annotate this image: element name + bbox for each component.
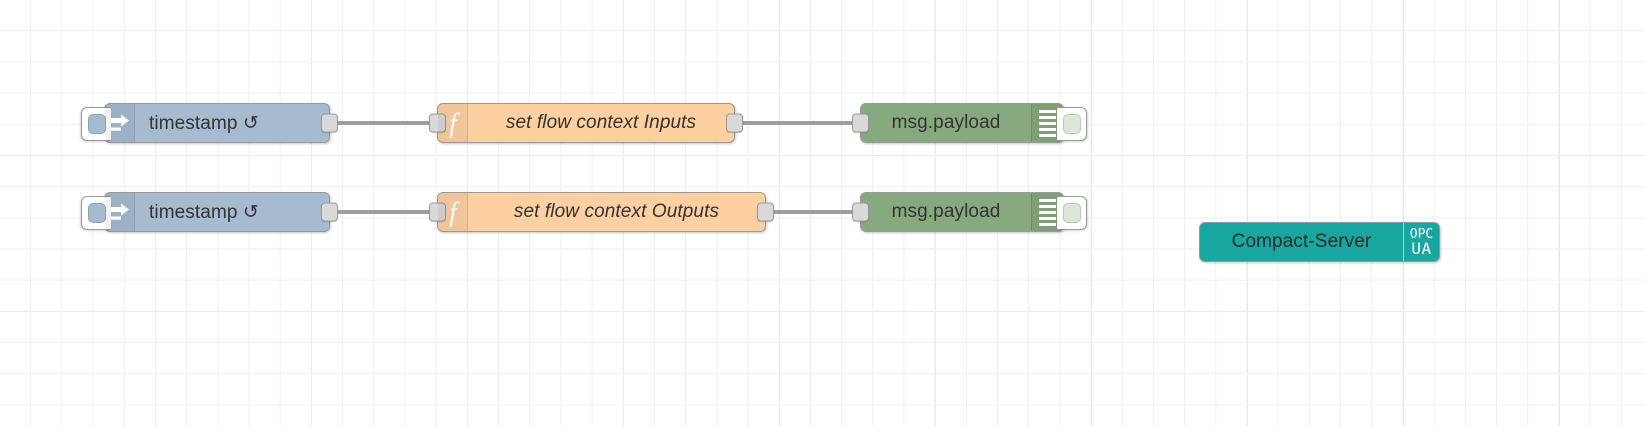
function-node-body[interactable]: f set flow context Outputs: [438, 193, 765, 231]
function-node[interactable]: f set flow context Inputs: [429, 103, 743, 143]
inject-node-label: timestamp ↺: [149, 201, 259, 223]
debug-input-port[interactable]: [852, 202, 869, 222]
opc-ua-icon-line2: UA: [1411, 238, 1432, 258]
inject-trigger-button[interactable]: [81, 196, 111, 230]
function-node-body[interactable]: f set flow context Inputs: [438, 104, 734, 142]
opcua-server-node[interactable]: Compact-Server OPC UA: [1199, 222, 1440, 262]
wire-function-to-debug-2[interactable]: [766, 210, 860, 214]
debug-toggle-inner: [1062, 203, 1081, 223]
function-node-label: set flow context Inputs: [505, 112, 697, 133]
function-input-port[interactable]: [429, 113, 446, 133]
inject-arrow-icon: [105, 104, 135, 142]
inject-node[interactable]: timestamp ↺: [81, 103, 338, 143]
debug-node[interactable]: msg.payload: [852, 103, 1087, 143]
inject-node-body[interactable]: timestamp ↺: [105, 104, 329, 142]
wire-inject-to-function-1[interactable]: [330, 121, 438, 125]
function-f-icon: f: [438, 193, 468, 231]
inject-output-port[interactable]: [321, 202, 338, 222]
function-output-port[interactable]: [726, 113, 743, 133]
debug-input-port[interactable]: [852, 113, 869, 133]
inject-button-inner: [87, 114, 106, 134]
debug-enable-toggle[interactable]: [1057, 196, 1087, 230]
inject-button-inner: [87, 203, 106, 223]
inject-trigger-button[interactable]: [81, 107, 111, 141]
opcua-node-label: Compact-Server: [1231, 231, 1372, 252]
opc-ua-icon-line1: OPC: [1409, 226, 1434, 242]
opcua-node-body[interactable]: Compact-Server OPC UA: [1200, 223, 1439, 261]
debug-node-body[interactable]: msg.payload: [861, 193, 1063, 231]
debug-node[interactable]: msg.payload: [852, 192, 1087, 232]
svg-text:f: f: [449, 108, 460, 138]
debug-node-label: msg.payload: [891, 201, 1001, 222]
inject-node-label: timestamp ↺: [149, 112, 259, 134]
function-input-port[interactable]: [429, 202, 446, 222]
debug-node-label: msg.payload: [891, 112, 1001, 133]
debug-toggle-inner: [1062, 114, 1081, 134]
debug-enable-toggle[interactable]: [1057, 107, 1087, 141]
inject-node[interactable]: timestamp ↺: [81, 192, 338, 232]
inject-node-body[interactable]: timestamp ↺: [105, 193, 329, 231]
wire-inject-to-function-2[interactable]: [330, 210, 438, 214]
function-f-icon: f: [438, 104, 468, 142]
function-node-label: set flow context Outputs: [513, 201, 720, 222]
inject-arrow-icon: [105, 193, 135, 231]
wire-function-to-debug-1[interactable]: [735, 121, 860, 125]
svg-text:f: f: [449, 197, 460, 227]
debug-node-body[interactable]: msg.payload: [861, 104, 1063, 142]
function-output-port[interactable]: [757, 202, 774, 222]
inject-output-port[interactable]: [321, 113, 338, 133]
function-node[interactable]: f set flow context Outputs: [429, 192, 774, 232]
opc-ua-icon: OPC UA: [1403, 223, 1439, 261]
